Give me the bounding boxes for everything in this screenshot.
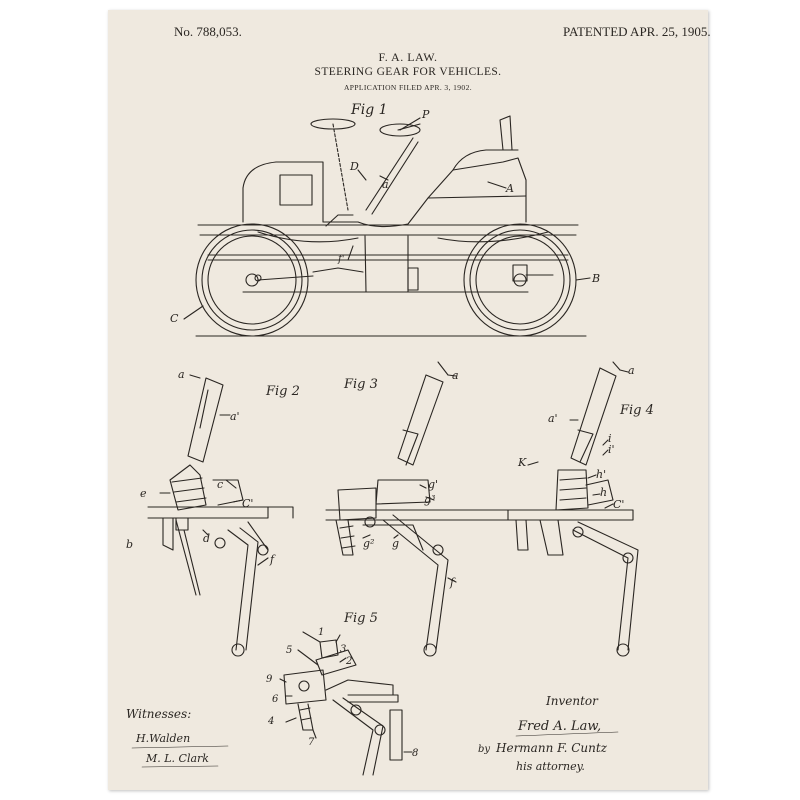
figure-4: Fig 4 a a' K i i' h' h C'	[507, 361, 654, 657]
fig2-label-e: e	[140, 487, 147, 500]
fig4-title: Fig 4	[619, 403, 654, 418]
fig2-label-b: b	[126, 538, 133, 551]
fig3-label-g: g	[392, 537, 399, 550]
patent-title: STEERING GEAR FOR VEHICLES.	[314, 66, 502, 78]
drive-gear	[254, 264, 554, 291]
figure-3: Fig 3 a g' g³ g² g f	[325, 361, 509, 657]
fig1-label-a: a	[382, 178, 389, 191]
fig4-label-K: K	[517, 456, 527, 469]
fig2-label-d: d	[203, 532, 210, 545]
attorney-signature: Hermann F. Cuntz	[495, 741, 608, 755]
by-label: by	[478, 744, 490, 755]
fig4-label-i1: i'	[608, 443, 615, 456]
fig3-label-a: a	[452, 369, 459, 382]
fig5-label-2: 2	[345, 656, 352, 667]
fig3-label-g3: g³	[424, 493, 435, 506]
attorney-label: his attorney.	[516, 760, 585, 773]
fig2-label-C1: C'	[242, 497, 253, 510]
fig5-title: Fig 5	[343, 611, 378, 626]
witness-1-signature: H.Walden	[135, 732, 190, 745]
fig3-label-f: f	[449, 576, 456, 589]
fig1-title: Fig 1	[350, 102, 388, 118]
witnesses-label: Witnesses:	[126, 707, 191, 721]
fig3-title: Fig 3	[343, 377, 378, 392]
fig1-label-C: C	[170, 312, 179, 325]
fig2-title: Fig 2	[265, 384, 300, 399]
figure-1: Fig 1	[170, 102, 600, 337]
fig5-label-4: 4	[267, 716, 274, 727]
fig2-label-c: c	[217, 478, 223, 491]
fig2-label-a1: a'	[230, 410, 240, 423]
fig2-label-f: f	[269, 553, 276, 566]
steering-column	[310, 118, 421, 227]
fig5-label-8: 8	[412, 748, 418, 759]
patent-number: No. 788,053.	[174, 24, 242, 39]
rear-wheel	[463, 223, 577, 337]
fig4-label-h1: h'	[596, 468, 606, 481]
signature-block: Witnesses: H.Walden M. L. Clark Inventor…	[126, 694, 608, 773]
figure-5: Fig 5 1 3 5 2 9 6 4 7 8	[266, 611, 418, 776]
application-filed: APPLICATION FILED APR. 3, 1902.	[343, 83, 473, 92]
car-body	[197, 115, 579, 293]
fig4-label-a: a	[628, 364, 635, 377]
inventor-label: Inventor	[545, 694, 599, 708]
patent-sheet: No. 788,053. PATENTED APR. 25, 1905. F. …	[108, 10, 711, 790]
patent-drawing: Fig 1	[126, 102, 654, 776]
figure-2: Fig 2 a a' c e C	[126, 368, 300, 657]
fig5-label-6: 6	[272, 694, 279, 705]
fig5-label-5: 5	[286, 645, 292, 656]
fig5-label-3: 3	[340, 644, 346, 655]
fig3-label-g1: g'	[428, 478, 438, 491]
fig1-label-f1: f'	[337, 254, 344, 265]
patent-date: PATENTED APR. 25, 1905.	[563, 24, 711, 39]
fig2-label-a: a	[178, 368, 185, 381]
signature-underlines	[131, 731, 619, 768]
fig4-label-h: h	[600, 486, 607, 499]
fig1-label-A: A	[505, 182, 514, 195]
fig3-label-g2: g²	[363, 537, 374, 550]
witness-2-signature: M. L. Clark	[145, 752, 209, 765]
fig5-label-1: 1	[318, 627, 324, 638]
fig1-label-d: D	[349, 160, 359, 173]
fig1-label-B: B	[591, 272, 600, 285]
inventor-signature: Fred A. Law,	[517, 719, 601, 734]
inventor-name-header: F. A. LAW.	[378, 50, 438, 64]
fig4-label-C1: C'	[613, 498, 624, 511]
front-wheel	[195, 223, 309, 337]
fig4-label-a1: a'	[548, 412, 558, 425]
fig5-label-7: 7	[308, 737, 315, 748]
fig1-label-p: P	[421, 108, 430, 121]
fig4-label-i: i	[608, 432, 612, 445]
fig5-label-9: 9	[266, 674, 273, 685]
